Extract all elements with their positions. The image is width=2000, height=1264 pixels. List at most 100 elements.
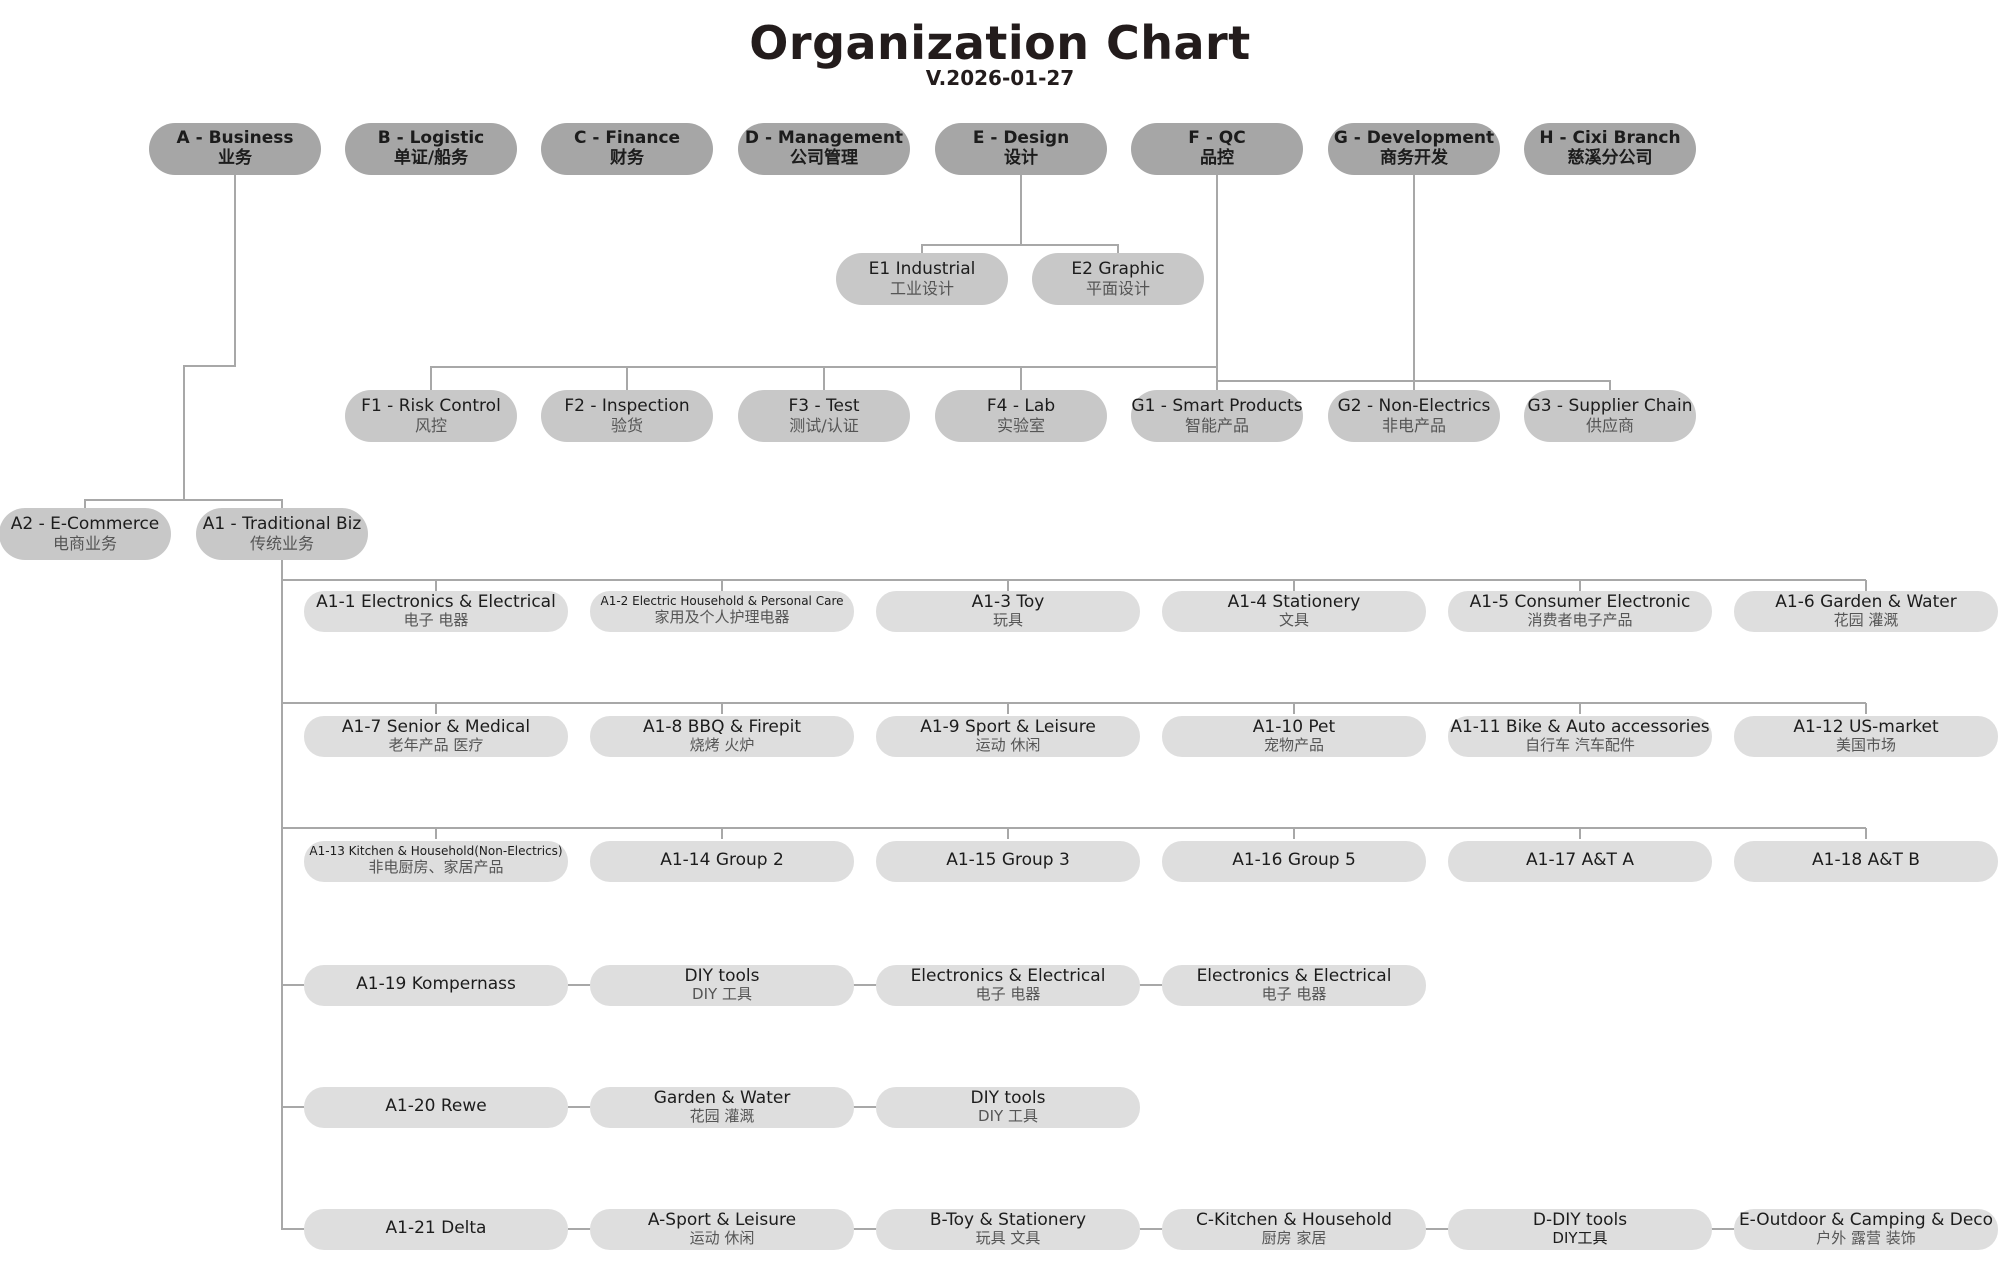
group-a1-12-label: A1-12 US-market (1793, 716, 1939, 737)
group-a1-9-sublabel: 运动 休闲 (975, 736, 1041, 755)
group-a1-17: A1-17 A&T A (1448, 840, 1712, 882)
customer-a1-20-item-sublabel: DIY 工具 (978, 1107, 1038, 1126)
group-a1-11-label: A1-11 Bike & Auto accessories (1450, 716, 1710, 737)
customer-a1-20-item-label: DIY tools (970, 1087, 1046, 1108)
unit-e2-label: E2 Graphic (1071, 259, 1165, 280)
group-a1-18-label: A1-18 A&T B (1812, 850, 1920, 871)
group-a1-6-sublabel: 花园 灌溉 (1833, 611, 1899, 630)
dept-f-sublabel: 品控 (1200, 148, 1234, 168)
customer-a1-19-item-sublabel: 电子 电器 (975, 985, 1041, 1004)
dept-a-label: A - Business (176, 128, 294, 149)
unit-f3-label: F3 - Test (788, 396, 860, 417)
group-a1-14-label: A1-14 Group 2 (660, 850, 784, 871)
unit-f4-label: F4 - Lab (986, 396, 1056, 417)
link-e-e1 (921, 175, 1022, 253)
unit-f2-sublabel: 验货 (610, 415, 643, 435)
customer-a1-19-label: A1-19 Kompernass (356, 974, 516, 995)
group-a1-11-sublabel: 自行车 汽车配件 (1525, 736, 1635, 755)
group-a1-13-label: A1-13 Kitchen & Household(Non-Electrics) (309, 844, 563, 859)
customer-a1-21-item-sublabel: 厨房 家居 (1261, 1229, 1327, 1248)
unit-f2-label: F2 - Inspection (564, 396, 690, 417)
customer-a1-19-item-sublabel: 电子 电器 (1261, 985, 1327, 1004)
customer-a1-21-label: A1-21 Delta (385, 1218, 487, 1239)
dept-e-sublabel: 设计 (1004, 148, 1038, 168)
chart-version: V.2026-01-27 (925, 66, 1075, 90)
unit-g3-sublabel: 供应商 (1585, 415, 1634, 435)
dept-b-sublabel: 单证/船务 (393, 148, 469, 168)
group-a1-1-label: A1-1 Electronics & Electrical (316, 591, 556, 612)
unit-g2-label: G2 - Non-Electrics (1337, 396, 1491, 417)
group-a1-1-sublabel: 电子 电器 (403, 611, 469, 630)
group-a1-10-label: A1-10 Pet (1252, 716, 1336, 737)
group-a1-10-sublabel: 宠物产品 (1263, 736, 1324, 755)
dept-a-sublabel: 业务 (218, 148, 252, 168)
group-a1-18: A1-18 A&T B (1734, 840, 1998, 882)
dept-f-label: F - QC (1188, 128, 1246, 149)
chart-title: Organization Chart (749, 16, 1251, 70)
group-a1-3-sublabel: 玩具 (992, 611, 1023, 630)
customer-a1-21-item-sublabel: 玩具 文具 (975, 1229, 1041, 1248)
dept-g-label: G - Development (1333, 128, 1495, 149)
link-g-bus (1217, 175, 1415, 382)
link-a1-trunk (281, 560, 304, 1230)
group-a1-17-label: A1-17 A&T A (1526, 850, 1634, 871)
unit-e1-sublabel: 工业设计 (889, 278, 954, 298)
customer-a1-20-item-sublabel: 花园 灌溉 (689, 1107, 755, 1126)
group-a1-2-sublabel: 家用及个人护理电器 (654, 608, 790, 627)
dept-c-sublabel: 财务 (610, 148, 644, 168)
customer-a1-19-item-sublabel: DIY 工具 (692, 985, 752, 1004)
group-a1-8-label: A1-8 BBQ & Firepit (642, 716, 802, 737)
customer-a1-21-item-sublabel: 运动 休闲 (689, 1229, 755, 1248)
customer-a1-21-item-sublabel: DIY工具 (1552, 1229, 1608, 1248)
unit-e2-sublabel: 平面设计 (1085, 278, 1150, 298)
group-a1-3-label: A1-3 Toy (971, 591, 1045, 612)
group-a1-5-sublabel: 消费者电子产品 (1527, 611, 1633, 630)
unit-g2-sublabel: 非电产品 (1381, 415, 1446, 435)
group-a1-16-label: A1-16 Group 5 (1232, 850, 1356, 871)
group-a1-13-sublabel: 非电厨房、家居产品 (368, 858, 504, 877)
group-a1-15: A1-15 Group 3 (876, 840, 1140, 882)
unit-g1-label: G1 - Smart Products (1131, 396, 1303, 417)
unit-a1-sublabel: 传统业务 (249, 533, 314, 553)
unit-g1-sublabel: 智能产品 (1184, 415, 1249, 435)
customer-a1-20-label: A1-20 Rewe (385, 1096, 487, 1117)
group-a1-5-label: A1-5 Consumer Electronic (1469, 591, 1691, 612)
customer-a1-21-item-label: C-Kitchen & Household (1196, 1209, 1392, 1230)
unit-a1-label: A1 - Traditional Biz (202, 514, 362, 535)
link-g3 (1414, 380, 1611, 390)
customer-a1-21-item-label: B-Toy & Stationery (929, 1209, 1087, 1230)
group-a1-7-label: A1-7 Senior & Medical (341, 716, 531, 737)
customer-a1-20-item-label: Garden & Water (653, 1087, 791, 1108)
dept-d-label: D - Management (744, 128, 904, 149)
dept-c-label: C - Finance (573, 128, 681, 149)
customer-a1-21-item-sublabel: 户外 露营 装饰 (1816, 1229, 1916, 1248)
customer-a1-21-item-label: E-Outdoor & Camping & Deco (1738, 1209, 1994, 1230)
